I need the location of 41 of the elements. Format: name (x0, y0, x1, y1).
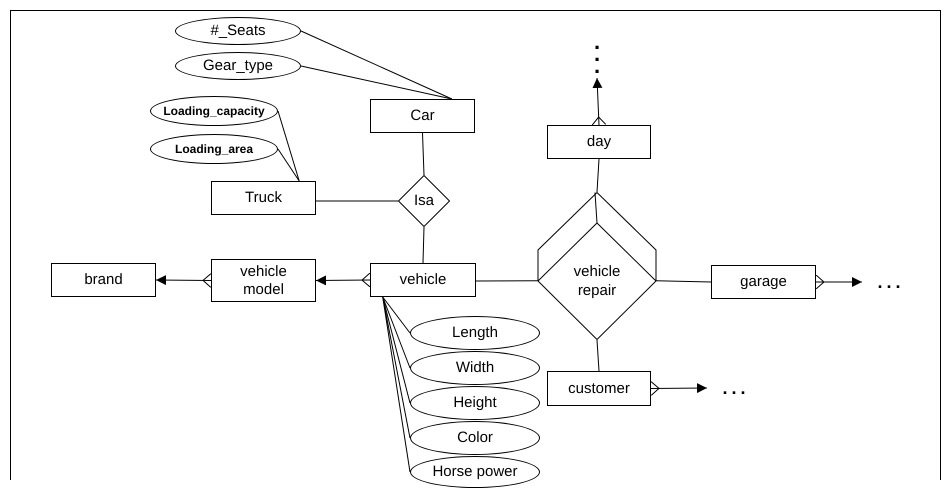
entity-box: brand (51, 263, 156, 297)
connector-line (476, 280, 538, 282)
connector-line (382, 296, 410, 368)
arrow (650, 381, 708, 396)
continuation-dots: ... (589, 36, 605, 78)
connector-line (422, 226, 424, 264)
attribute-ellipse: Horse power (410, 456, 540, 488)
arrow (816, 274, 862, 290)
attribute-ellipse: Height (410, 386, 540, 420)
arrow (316, 272, 371, 288)
connector-line (278, 110, 300, 182)
relationship-diamond: Isa (398, 175, 450, 227)
entity-box: Truck (211, 181, 316, 215)
connector-line (596, 158, 600, 192)
connector-line (596, 340, 600, 372)
connector-line (278, 148, 300, 182)
attribute-ellipse: Width (410, 351, 540, 385)
connector-line (316, 200, 398, 202)
connector-line (300, 66, 452, 100)
entity-box: day (547, 125, 651, 159)
attribute-ellipse: Gear_type (175, 52, 301, 80)
entity-box: customer (547, 371, 651, 406)
connector-line (382, 296, 410, 472)
continuation-dots: ... (707, 375, 765, 401)
attribute-ellipse: Color (410, 421, 540, 455)
connector-line (656, 280, 712, 282)
connector-line (422, 132, 424, 176)
entity-box: vehicle model (211, 259, 316, 302)
entity-box: garage (711, 265, 816, 299)
attribute-ellipse: Loading_area (150, 134, 278, 164)
connector-line (300, 30, 452, 100)
entity-box: vehicle (370, 263, 476, 297)
connector-line (382, 296, 410, 334)
connector-line (382, 296, 410, 404)
arrow (156, 273, 212, 288)
attribute-ellipse: #_Seats (175, 17, 301, 45)
arrow (592, 78, 606, 126)
continuation-dots: ... (862, 269, 920, 295)
attribute-ellipse: Loading_capacity (150, 96, 278, 126)
attribute-ellipse: Length (410, 316, 540, 350)
entity-box: Car (370, 99, 475, 133)
